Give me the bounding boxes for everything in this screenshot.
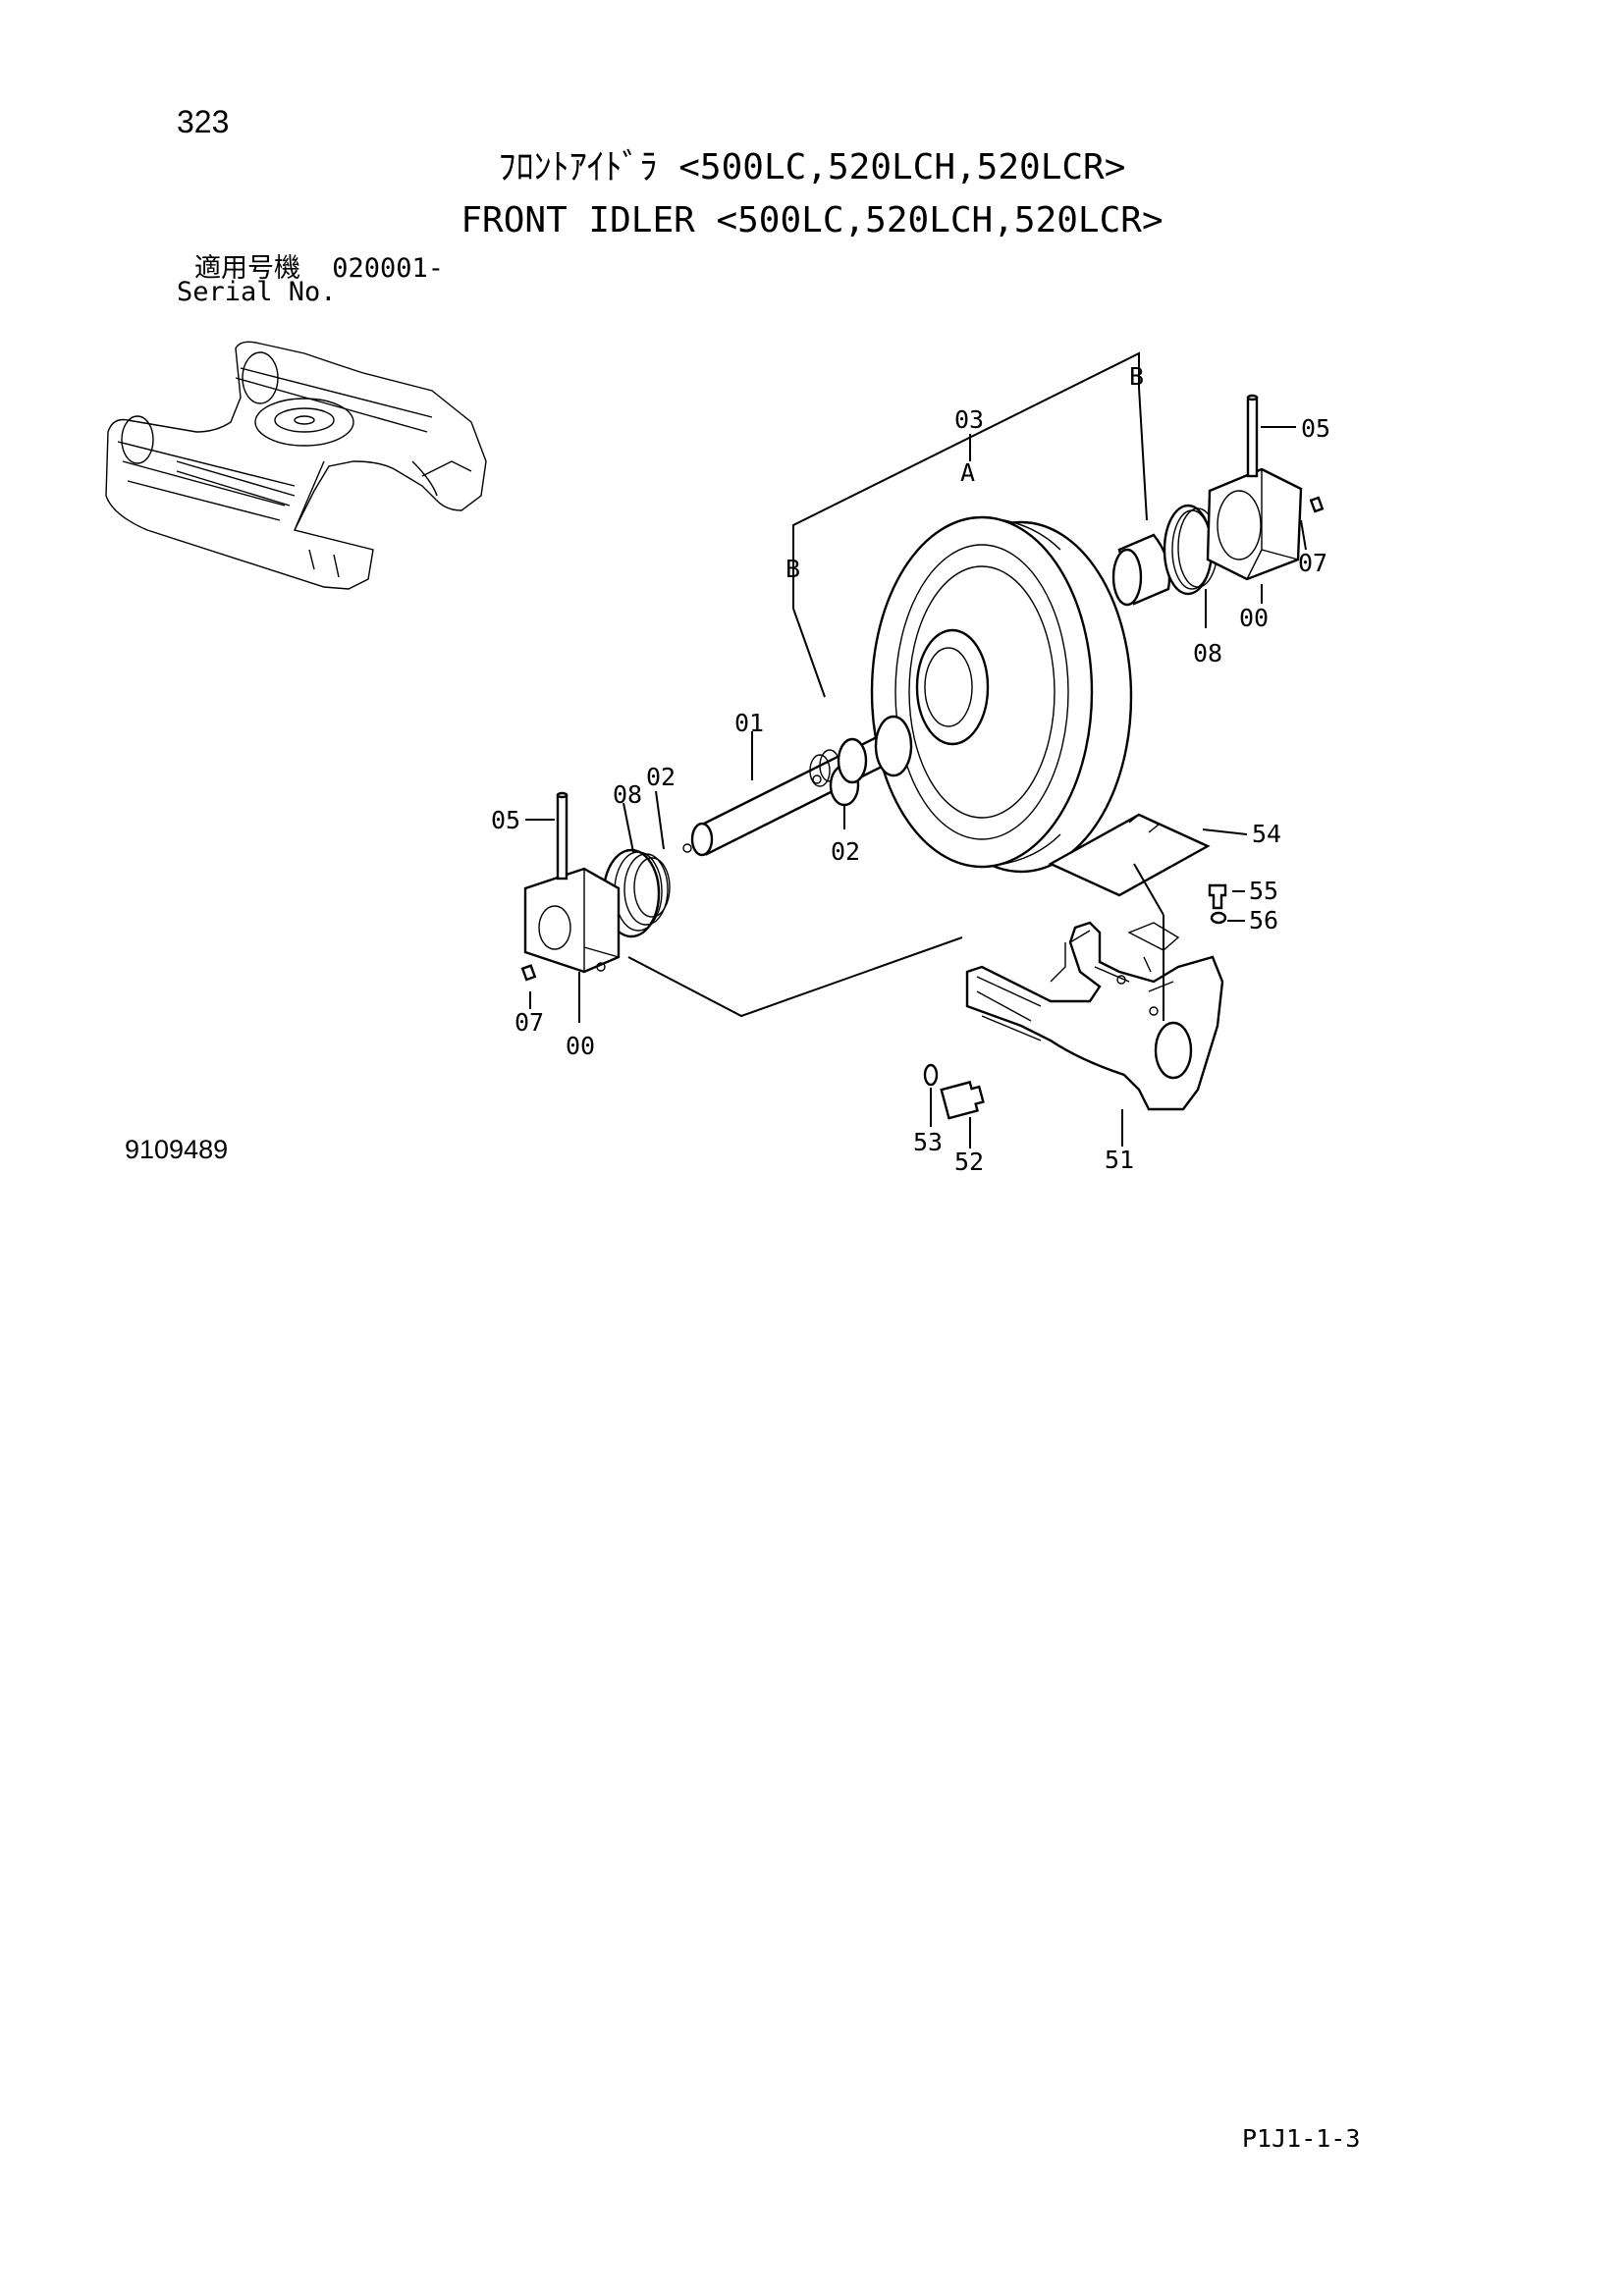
callout-07-left: 07: [514, 1008, 544, 1037]
callout-54: 54: [1252, 820, 1281, 848]
serial-row: 適用号機 020001-: [194, 255, 444, 282]
serial-value: 020001-: [332, 253, 445, 284]
bracket-arm-group: [923, 813, 1227, 1120]
callout-b-left: B: [785, 555, 800, 583]
callout-00-right: 00: [1239, 604, 1269, 632]
callout-53: 53: [913, 1128, 943, 1156]
callout-07-right: 07: [1298, 549, 1327, 577]
shaft-assembly: [682, 715, 913, 857]
leader-lines: [525, 426, 1307, 1148]
undercarriage-overview: [105, 341, 487, 590]
bracket-lines: [792, 351, 1148, 698]
page-number: 323: [177, 104, 230, 139]
callout-52: 52: [954, 1148, 984, 1176]
title-japanese: ﾌﾛﾝﾄｱｲﾄﾞﾗ <500LC,520LCH,520LCR>: [498, 147, 1126, 187]
callout-51: 51: [1105, 1146, 1134, 1174]
callout-55: 55: [1249, 877, 1278, 905]
serial-label-en: Serial No.: [177, 277, 337, 307]
callout-05-right: 05: [1301, 414, 1330, 443]
callout-08-left: 08: [613, 780, 642, 809]
callout-56: 56: [1249, 906, 1278, 934]
callout-a: A: [960, 458, 975, 487]
left-support-group: [520, 791, 963, 1018]
callout-b-top: B: [1129, 362, 1144, 391]
sheet-reference: P1J1-1-3: [1242, 2124, 1361, 2153]
callout-03: 03: [954, 405, 984, 434]
serial-label-jp: 適用号機: [194, 253, 300, 284]
idler-wheel: [870, 515, 1133, 874]
title-english: FRONT IDLER <500LC,520LCH,520LCR>: [460, 200, 1164, 240]
right-support-group: [1111, 394, 1325, 607]
callout-05-left: 05: [491, 806, 520, 834]
callout-08-right: 08: [1193, 639, 1222, 667]
callout-00-left: 00: [566, 1032, 595, 1060]
figure-id: 9109489: [125, 1135, 229, 1164]
callout-02-upper: 02: [646, 763, 676, 791]
callout-01: 01: [734, 709, 764, 737]
callout-02-lower: 02: [831, 837, 860, 866]
callout-labels: 03 A B B 05 07 00 08 01 02 02 05 08 07 0…: [491, 362, 1330, 1176]
